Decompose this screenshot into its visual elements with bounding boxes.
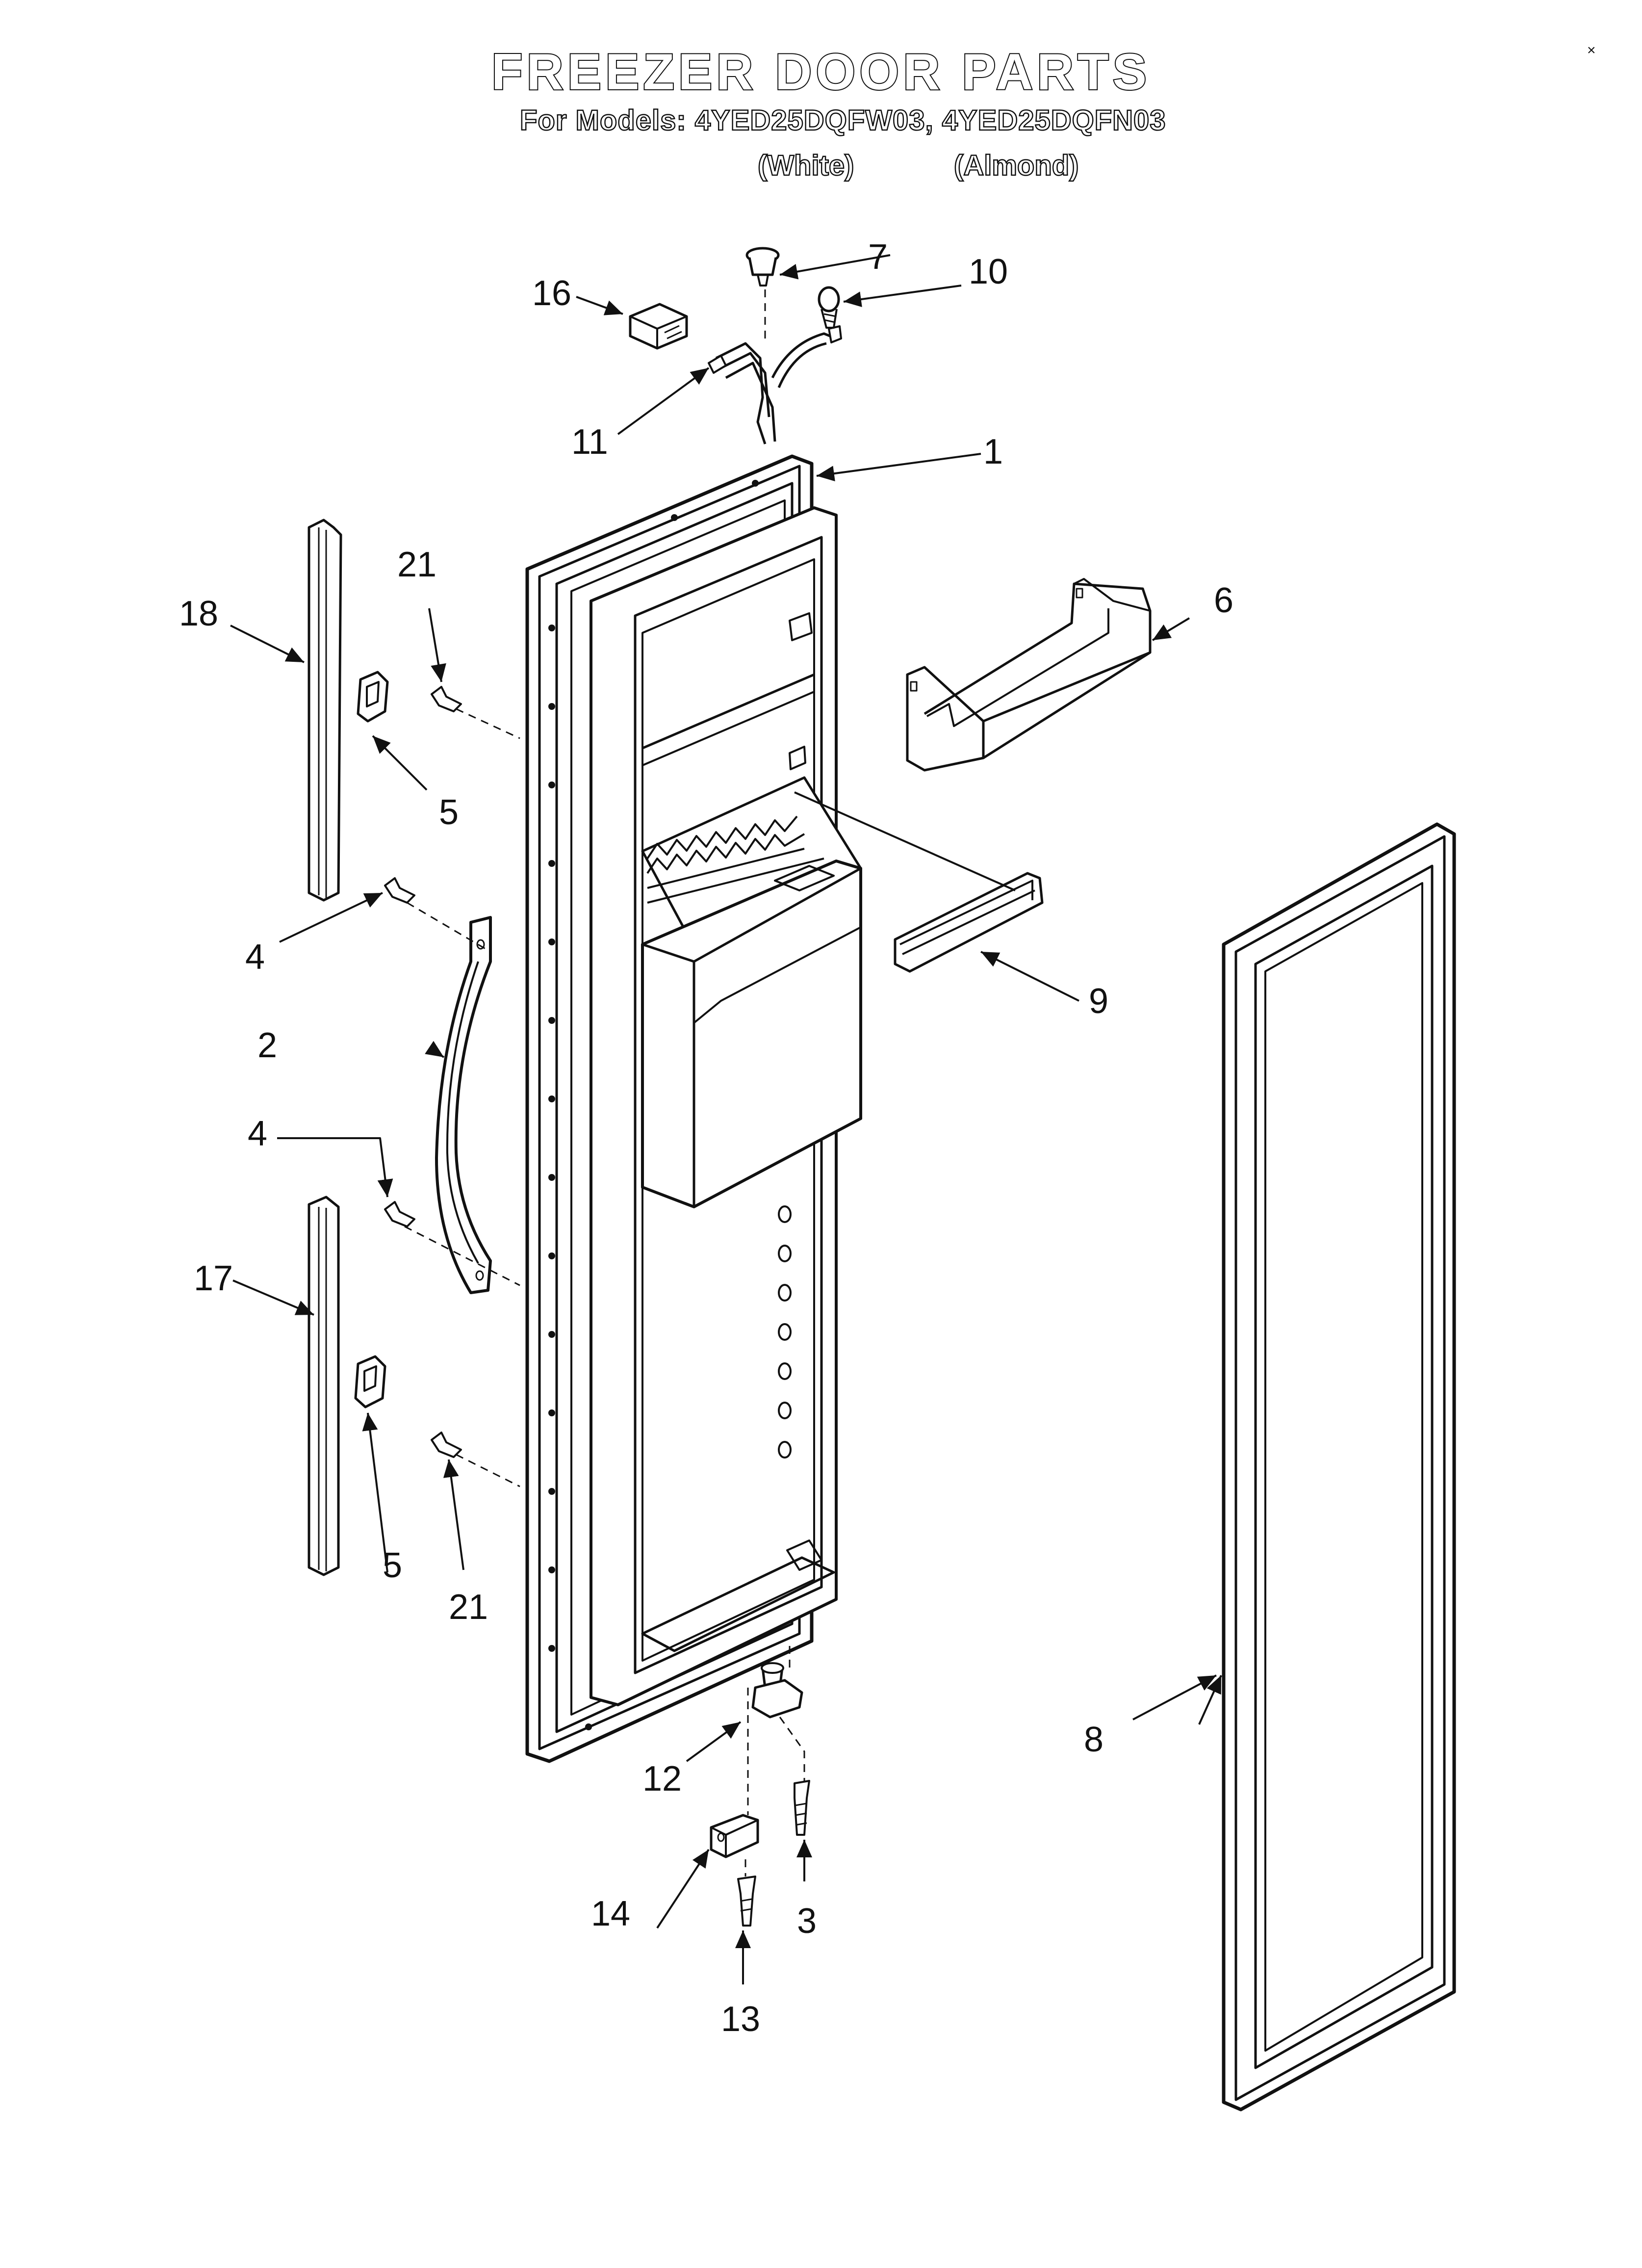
callout-leaders (230, 254, 1222, 1984)
callout-5-upper: 5 (439, 793, 459, 832)
callout-16: 16 (532, 274, 571, 313)
upper-handle-trim (308, 519, 342, 902)
assembly-lines (404, 289, 805, 1877)
callout-11: 11 (571, 422, 608, 462)
callout-13: 13 (721, 2000, 760, 2039)
hinge-bracket (710, 1814, 759, 1858)
variant-white-label: (White) (757, 149, 855, 182)
callout-9: 9 (1089, 982, 1108, 1021)
callout-21-lower: 21 (449, 1588, 488, 1627)
callout-7: 7 (868, 237, 888, 277)
variant-almond-label: (Almond) (953, 149, 1079, 182)
door-adjustment-holes (778, 1205, 792, 1459)
callout-6: 6 (1214, 581, 1233, 620)
callout-1: 1 (983, 432, 1003, 471)
trim-clip-lower (354, 1355, 386, 1408)
door-hinge-bushing (751, 1662, 803, 1719)
callout-17: 17 (194, 1259, 233, 1298)
callout-21-upper: 21 (397, 545, 436, 584)
callout-4-upper: 4 (245, 938, 265, 977)
hinge-screw (794, 1780, 810, 1836)
model-numbers: For Models: 4YED25DQFW03, 4YED25DQFN03 (519, 104, 1166, 137)
lower-handle-trim (308, 1196, 340, 1576)
callout-labels: 1 2 3 4 4 5 5 6 7 8 9 10 11 12 13 14 16 … (179, 237, 1233, 2039)
callout-10: 10 (969, 252, 1008, 291)
door-handle (435, 916, 492, 1294)
wire-connector (629, 303, 688, 350)
dispenser-trim (794, 791, 1044, 973)
callout-8: 8 (1084, 1720, 1103, 1759)
handle-screws (384, 877, 415, 1227)
ice-chute-grille (646, 815, 824, 904)
bracket-screw (737, 1876, 756, 1927)
diagram-title: FREEZER DOOR PARTS (490, 43, 1151, 102)
door-screw-holes (548, 480, 759, 1730)
callout-4-lower: 4 (248, 1114, 267, 1153)
door-light-switch (745, 247, 780, 287)
switch-screw (818, 286, 840, 329)
trim-screws (431, 686, 462, 1458)
trim-clip-upper (357, 671, 389, 723)
door-wire-harness (708, 325, 842, 444)
callout-18: 18 (179, 594, 218, 633)
callout-14: 14 (591, 1894, 630, 1933)
callout-12: 12 (642, 1759, 682, 1799)
callout-3: 3 (797, 1902, 817, 1941)
corner-mark: × (1587, 42, 1596, 58)
callout-2: 2 (257, 1026, 277, 1065)
door-shelf (906, 578, 1152, 772)
freezer-door-assembly (525, 454, 862, 1763)
door-gasket (1222, 822, 1456, 2112)
callout-5-lower: 5 (383, 1546, 402, 1585)
